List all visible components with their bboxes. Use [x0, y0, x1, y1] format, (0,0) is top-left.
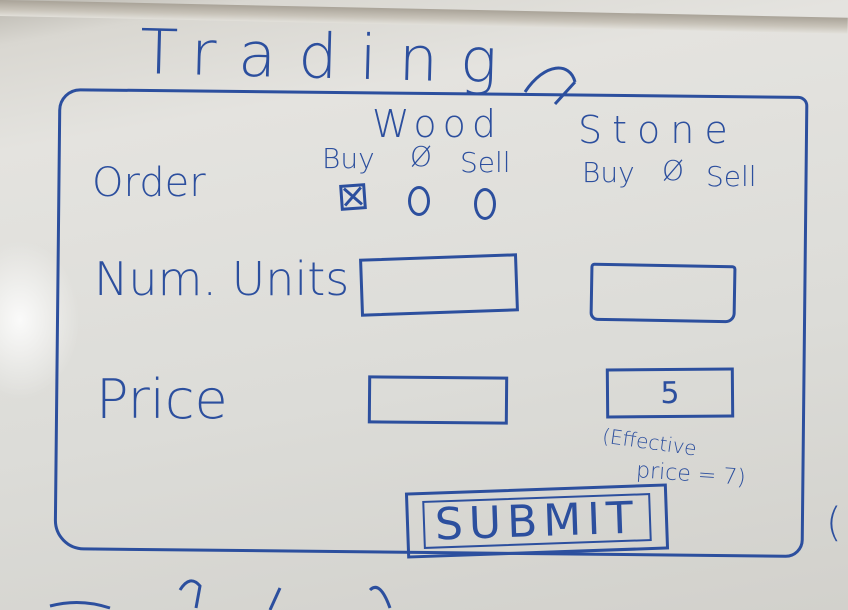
stone-heading: Stone: [578, 108, 738, 152]
page-title: Trading: [139, 15, 521, 98]
submit-inner-border: [422, 493, 652, 549]
wood-buy-label: Buy: [322, 142, 375, 175]
stone-buy-label: Buy: [582, 156, 635, 189]
margin-mark: (: [826, 500, 842, 546]
price-label: Price: [96, 368, 228, 431]
wood-units-input[interactable]: [359, 253, 519, 317]
stone-price-input[interactable]: [605, 367, 735, 419]
wood-heading: Wood: [372, 102, 502, 146]
light-glare: [0, 240, 80, 400]
wood-sell-label: Sell: [460, 146, 511, 179]
order-label: Order: [92, 160, 206, 206]
stone-sell-label: Sell: [706, 160, 757, 193]
wood-none-label: Ø: [410, 140, 433, 173]
bottom-scribble: [49, 579, 392, 610]
stone-units-input[interactable]: [589, 262, 737, 324]
wood-none-option[interactable]: [408, 186, 430, 216]
submit-button[interactable]: SUBMIT: [404, 483, 670, 559]
wood-sell-option[interactable]: [474, 188, 496, 220]
title-swoosh: [523, 66, 577, 106]
wood-price-input[interactable]: [367, 375, 509, 425]
num-units-label: Num. Units: [94, 252, 350, 306]
wood-buy-option-selected[interactable]: [339, 183, 367, 211]
stone-none-label: Ø: [662, 154, 685, 187]
